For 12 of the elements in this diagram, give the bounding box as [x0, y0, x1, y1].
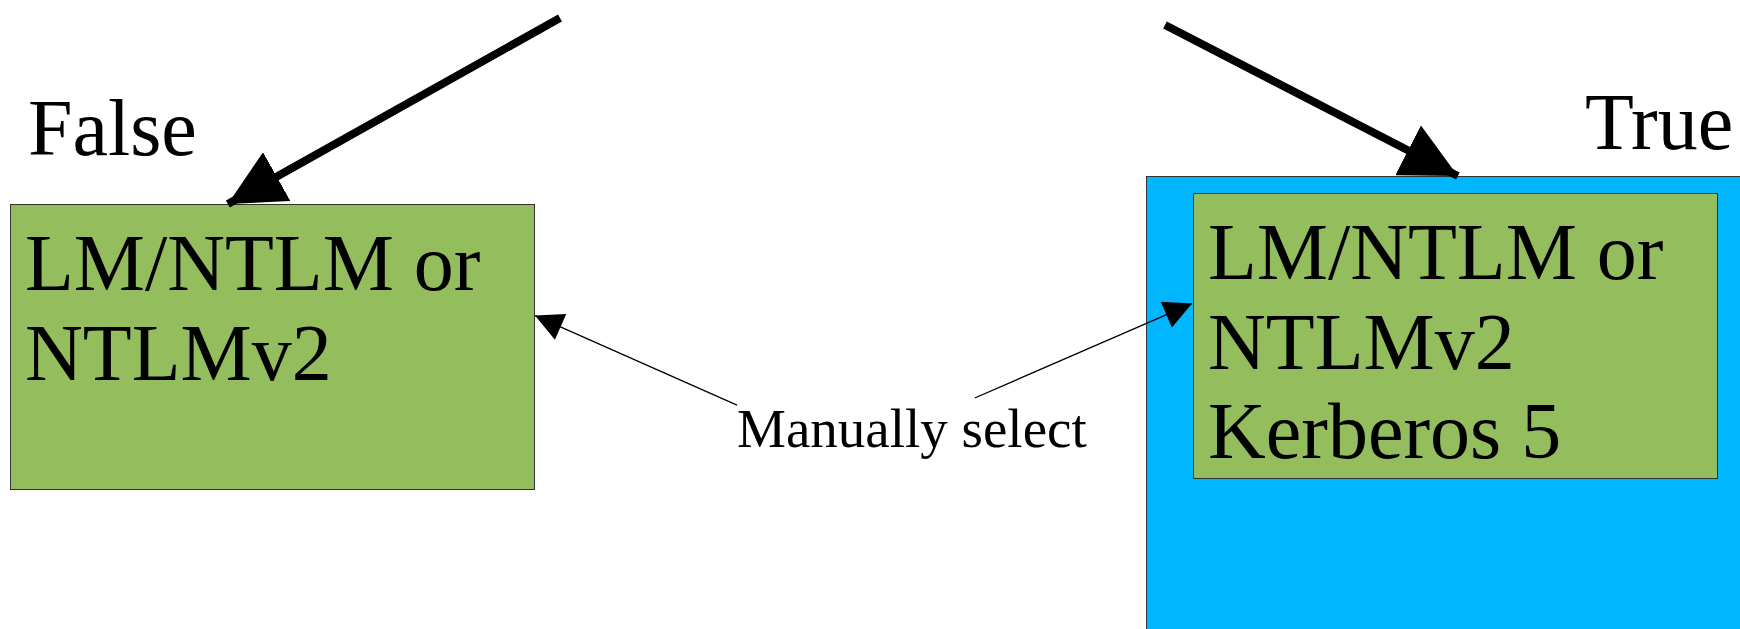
branch-label: True [1585, 82, 1734, 162]
process-box [1193, 193, 1718, 479]
branch-label: False [28, 88, 197, 168]
arrow [534, 314, 738, 406]
container-box [1146, 176, 1740, 629]
arrow [974, 301, 1193, 399]
annotation-text: Manually select [737, 398, 1088, 460]
process-box [10, 204, 535, 490]
box-label: LM/NTLM or NTLMv2 Kerberos 5 [1208, 208, 1665, 477]
arrow [225, 14, 562, 208]
arrow [1163, 21, 1460, 180]
box-label: LM/NTLM or NTLMv2 [25, 219, 482, 399]
